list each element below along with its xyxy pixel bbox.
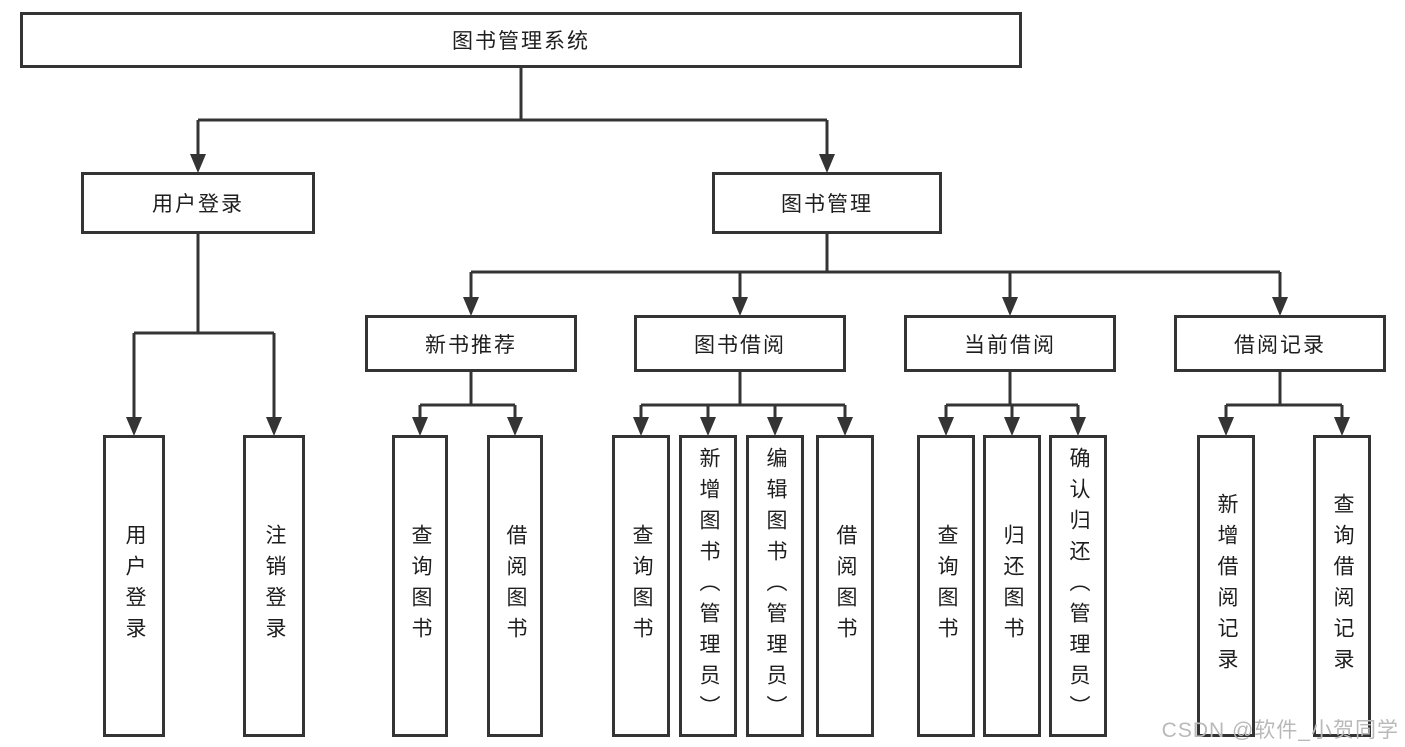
node-v-edit-books: 编辑图书（管理员） (746, 435, 804, 737)
node-v-query-books-1: 查询图书 (392, 435, 448, 737)
node-v-return-books: 归还图书 (983, 435, 1041, 737)
node-user-login: 用户登录 (81, 172, 315, 234)
node-root: 图书管理系统 (20, 12, 1022, 68)
node-v-confirm-return: 确认归还（管理员） (1049, 435, 1107, 737)
node-v-add-borrow-record: 新增借阅记录 (1197, 435, 1255, 737)
watermark: CSDN @软件_小贺同学 (1161, 719, 1399, 742)
node-borrow-records: 借阅记录 (1174, 315, 1386, 372)
node-v-query-borrow-record: 查询借阅记录 (1313, 435, 1371, 737)
node-v-query-books-3: 查询图书 (917, 435, 975, 737)
node-v-add-books: 新增图书（管理员） (679, 435, 737, 737)
node-new-book-recommend: 新书推荐 (365, 315, 577, 372)
node-book-borrow: 图书借阅 (634, 315, 846, 372)
node-v-user-login: 用户登录 (103, 435, 165, 737)
node-book-management: 图书管理 (712, 172, 942, 234)
node-v-logout: 注销登录 (243, 435, 305, 737)
node-v-borrow-books-2: 借阅图书 (816, 435, 874, 737)
node-current-borrow: 当前借阅 (904, 315, 1116, 372)
node-v-query-books-2: 查询图书 (612, 435, 670, 737)
node-v-borrow-books-1: 借阅图书 (487, 435, 543, 737)
